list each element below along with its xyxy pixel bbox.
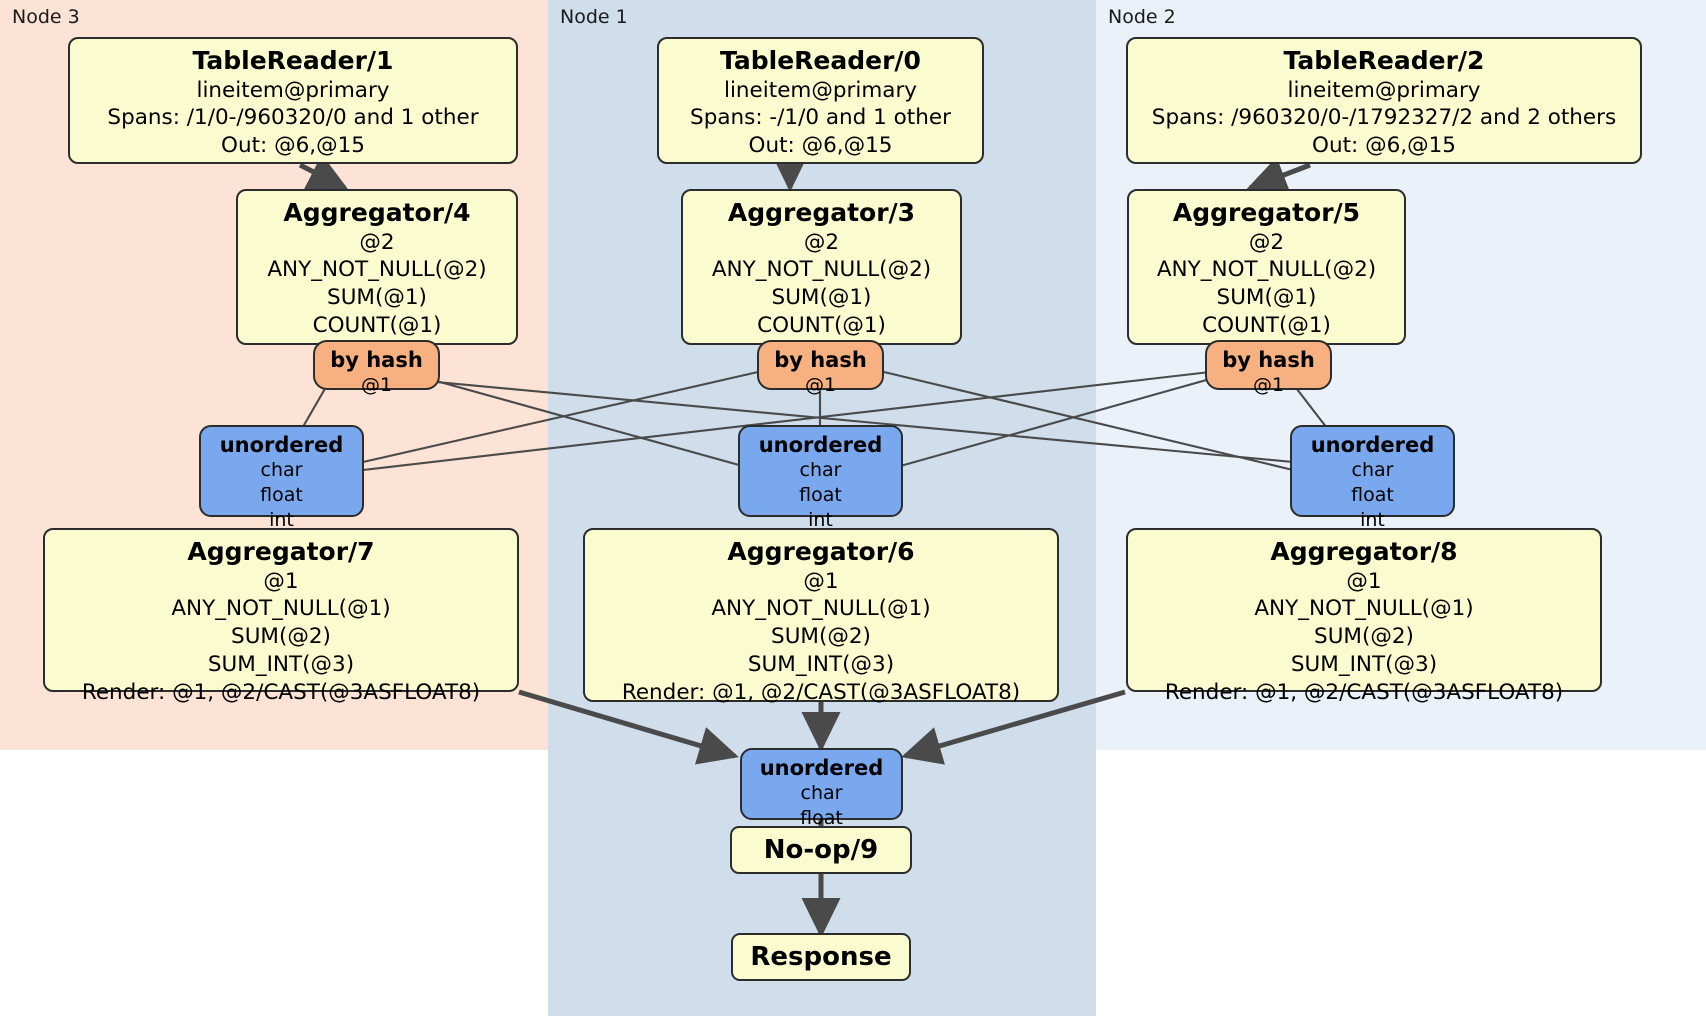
table-reader-0-line1: lineitem@primary bbox=[723, 77, 918, 103]
aggregator-8-line1: @1 bbox=[1346, 568, 1382, 594]
aggregator-5-title: Aggregator/5 bbox=[1172, 198, 1361, 227]
hash-router-4-line1: @1 bbox=[360, 374, 393, 397]
unordered-router-7-title: unordered bbox=[219, 433, 344, 457]
unordered-router-7-line2: float bbox=[260, 483, 303, 506]
hash-router-5[interactable]: by hash @1 bbox=[1205, 340, 1332, 396]
table-reader-1-line2: Spans: /1/0-/960320/0 and 1 other bbox=[107, 105, 479, 131]
aggregator-6-box[interactable]: Aggregator/6 @1 ANY_NOT_NULL(@1) SUM(@2)… bbox=[583, 528, 1059, 705]
unordered-router-final-line1: char bbox=[800, 782, 843, 805]
aggregator-7-line3: SUM(@2) bbox=[231, 624, 331, 650]
unordered-router-6-line3: int bbox=[808, 508, 833, 531]
unordered-router-6[interactable]: unordered char float int bbox=[738, 425, 903, 531]
aggregator-5-line3: SUM(@1) bbox=[1216, 285, 1317, 311]
aggregator-8-title: Aggregator/8 bbox=[1270, 537, 1458, 566]
response-box[interactable]: Response bbox=[731, 933, 911, 981]
unordered-router-6-line2: float bbox=[799, 483, 842, 506]
response-label: Response bbox=[750, 942, 892, 972]
aggregator-8-line5: Render: @1, @2/CAST(@3ASFLOAT8) bbox=[1164, 680, 1564, 706]
unordered-router-8-title: unordered bbox=[1310, 433, 1435, 457]
hash-router-3-title: by hash bbox=[774, 348, 867, 372]
aggregator-6-line2: ANY_NOT_NULL(@1) bbox=[711, 596, 931, 622]
aggregator-3-line3: SUM(@1) bbox=[771, 285, 872, 311]
table-reader-2-line3: Out: @6,@15 bbox=[1312, 133, 1456, 159]
no-op-9-box[interactable]: No-op/9 bbox=[730, 826, 912, 874]
aggregator-7-title: Aggregator/7 bbox=[187, 537, 375, 566]
table-reader-0-line3: Out: @6,@15 bbox=[748, 133, 893, 159]
aggregator-8-box[interactable]: Aggregator/8 @1 ANY_NOT_NULL(@1) SUM(@2)… bbox=[1126, 528, 1602, 705]
aggregator-7-line5: Render: @1, @2/CAST(@3ASFLOAT8) bbox=[81, 680, 481, 706]
hash-router-5-line1: @1 bbox=[1252, 374, 1285, 397]
hash-router-4[interactable]: by hash @1 bbox=[313, 340, 440, 396]
aggregator-4-box[interactable]: Aggregator/4 @2 ANY_NOT_NULL(@2) SUM(@1)… bbox=[236, 189, 518, 345]
aggregator-3-line2: ANY_NOT_NULL(@2) bbox=[711, 257, 932, 283]
table-reader-2-box[interactable]: TableReader/2 lineitem@primary Spans: /9… bbox=[1126, 37, 1642, 164]
aggregator-7-line2: ANY_NOT_NULL(@1) bbox=[171, 596, 391, 622]
node-label-node3: Node 3 bbox=[12, 6, 80, 28]
aggregator-4-line4: COUNT(@1) bbox=[312, 313, 442, 339]
aggregator-3-line1: @2 bbox=[803, 229, 840, 255]
aggregator-5-box[interactable]: Aggregator/5 @2 ANY_NOT_NULL(@2) SUM(@1)… bbox=[1127, 189, 1406, 345]
aggregator-7-box[interactable]: Aggregator/7 @1 ANY_NOT_NULL(@1) SUM(@2)… bbox=[43, 528, 519, 705]
aggregator-5-line1: @2 bbox=[1248, 229, 1285, 255]
aggregator-4-line2: ANY_NOT_NULL(@2) bbox=[267, 257, 487, 283]
table-reader-1-box[interactable]: TableReader/1 lineitem@primary Spans: /1… bbox=[68, 37, 518, 164]
unordered-router-7[interactable]: unordered char float int bbox=[199, 425, 364, 531]
table-reader-2-line2: Spans: /960320/0-/1792327/2 and 2 others bbox=[1151, 105, 1617, 131]
aggregator-3-box[interactable]: Aggregator/3 @2 ANY_NOT_NULL(@2) SUM(@1)… bbox=[681, 189, 962, 345]
table-reader-2-line1: lineitem@primary bbox=[1287, 77, 1481, 103]
hash-router-3[interactable]: by hash @1 bbox=[757, 340, 884, 396]
unordered-router-8-line1: char bbox=[1351, 459, 1394, 482]
unordered-router-7-line1: char bbox=[260, 459, 303, 482]
unordered-router-final-line2: float bbox=[800, 806, 843, 829]
aggregator-3-line4: COUNT(@1) bbox=[757, 313, 886, 339]
table-reader-0-title: TableReader/0 bbox=[720, 46, 921, 75]
aggregator-6-line4: SUM_INT(@3) bbox=[747, 652, 895, 678]
node-label-node2: Node 2 bbox=[1108, 6, 1176, 28]
table-reader-0-line2: Spans: -/1/0 and 1 other bbox=[690, 105, 951, 131]
aggregator-4-line3: SUM(@1) bbox=[327, 285, 427, 311]
aggregator-5-line4: COUNT(@1) bbox=[1202, 313, 1331, 339]
aggregator-6-title: Aggregator/6 bbox=[727, 537, 915, 566]
aggregator-8-line3: SUM(@2) bbox=[1314, 624, 1414, 650]
aggregator-6-line5: Render: @1, @2/CAST(@3ASFLOAT8) bbox=[621, 680, 1021, 706]
unordered-router-6-title: unordered bbox=[758, 433, 883, 457]
aggregator-4-title: Aggregator/4 bbox=[283, 198, 471, 227]
aggregator-6-line1: @1 bbox=[803, 568, 839, 594]
unordered-router-final-title: unordered bbox=[759, 756, 884, 780]
table-reader-1-title: TableReader/1 bbox=[192, 46, 394, 75]
aggregator-8-line4: SUM_INT(@3) bbox=[1290, 652, 1438, 678]
unordered-router-final[interactable]: unordered char float bbox=[740, 748, 903, 829]
unordered-router-8-line3: int bbox=[1360, 508, 1385, 531]
aggregator-5-line2: ANY_NOT_NULL(@2) bbox=[1156, 257, 1377, 283]
unordered-router-8-line2: float bbox=[1351, 483, 1394, 506]
aggregator-8-line2: ANY_NOT_NULL(@1) bbox=[1254, 596, 1474, 622]
unordered-router-8[interactable]: unordered char float int bbox=[1290, 425, 1455, 531]
table-reader-0-box[interactable]: TableReader/0 lineitem@primary Spans: -/… bbox=[657, 37, 984, 164]
node-label-node1: Node 1 bbox=[560, 6, 628, 28]
aggregator-7-line1: @1 bbox=[263, 568, 299, 594]
hash-router-3-line1: @1 bbox=[804, 374, 837, 397]
unordered-router-6-line1: char bbox=[799, 459, 842, 482]
table-reader-2-title: TableReader/2 bbox=[1283, 46, 1485, 75]
aggregator-6-line3: SUM(@2) bbox=[771, 624, 871, 650]
aggregator-3-title: Aggregator/3 bbox=[727, 198, 916, 227]
table-reader-1-line3: Out: @6,@15 bbox=[221, 133, 365, 159]
table-reader-1-line1: lineitem@primary bbox=[196, 77, 390, 103]
hash-router-5-title: by hash bbox=[1222, 348, 1315, 372]
unordered-router-7-line3: int bbox=[269, 508, 294, 531]
aggregator-4-line1: @2 bbox=[359, 229, 395, 255]
no-op-9-label: No-op/9 bbox=[763, 835, 879, 865]
aggregator-7-line4: SUM_INT(@3) bbox=[207, 652, 355, 678]
hash-router-4-title: by hash bbox=[330, 348, 423, 372]
